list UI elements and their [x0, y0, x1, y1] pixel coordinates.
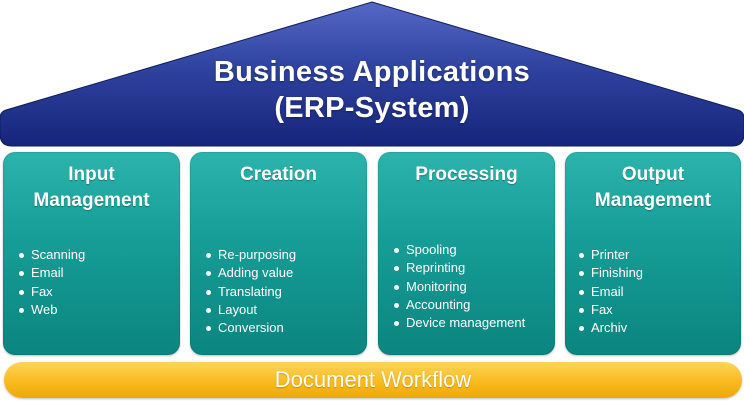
pillar-output-management: Output Management Printer Finishing Emai…	[565, 152, 741, 355]
list-item: Email	[18, 264, 85, 282]
list-item: Translating	[205, 283, 296, 301]
list-item: Email	[578, 283, 643, 301]
pillar-item-list: Printer Finishing Email Fax Archiv	[578, 246, 643, 337]
list-item: Scanning	[18, 246, 85, 264]
list-item: Printer	[578, 246, 643, 264]
pillar-title: Processing	[415, 164, 518, 185]
list-item: Conversion	[205, 319, 296, 337]
roof-shape	[0, 1, 744, 147]
pillar-title: Creation	[239, 164, 318, 185]
list-item: Layout	[205, 301, 296, 319]
list-item: Monitoring	[393, 278, 525, 296]
pillar-creation: Creation Re-purposing Adding value Trans…	[190, 152, 367, 355]
list-item: Adding value	[205, 264, 296, 282]
list-item: Device management	[393, 314, 525, 332]
foundation-bar: Document Workflow	[4, 362, 742, 398]
list-item: Re-purposing	[205, 246, 296, 264]
roof-title-line1: Business Applications	[213, 56, 531, 88]
roof-title-line2: (ERP-System)	[274, 92, 470, 124]
pillar-processing: Processing Spooling Reprinting Monitorin…	[378, 152, 555, 355]
list-item: Fax	[578, 301, 643, 319]
roof: Business Applications (ERP-System)	[0, 0, 744, 150]
list-item: Spooling	[393, 241, 525, 259]
list-item: Finishing	[578, 264, 643, 282]
pillar-title: Input Management	[33, 164, 150, 211]
pillar-item-list: Scanning Email Fax Web	[18, 246, 85, 319]
list-item: Archiv	[578, 319, 643, 337]
list-item: Web	[18, 301, 85, 319]
pillar-title: Output Management	[594, 164, 712, 211]
pillar-input-management: Input Management Scanning Email Fax Web	[3, 152, 180, 355]
list-item: Accounting	[393, 296, 525, 314]
list-item: Fax	[18, 283, 85, 301]
pillar-item-list: Spooling Reprinting Monitoring Accountin…	[393, 241, 525, 332]
pillar-item-list: Re-purposing Adding value Translating La…	[205, 246, 296, 337]
list-item: Reprinting	[393, 259, 525, 277]
